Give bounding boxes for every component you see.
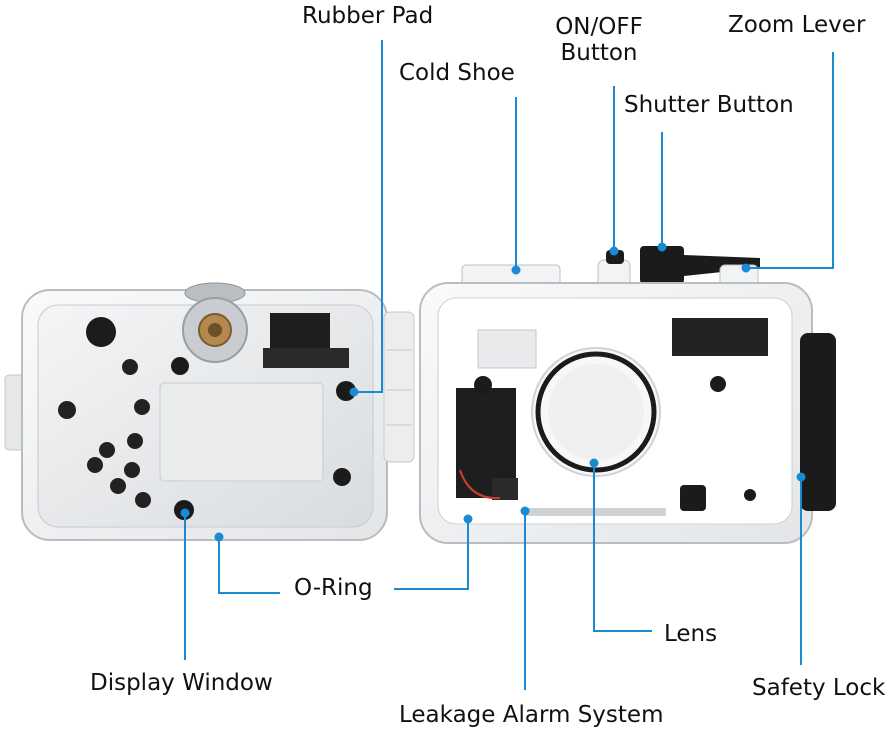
label-safety-lock: Safety Lock bbox=[752, 675, 886, 701]
lens-leader bbox=[593, 465, 652, 632]
label-leakage-alarm-system: Leakage Alarm System bbox=[399, 702, 664, 728]
label-o-ring: O-Ring bbox=[294, 575, 373, 601]
o-ring-leader-right bbox=[394, 521, 469, 590]
label-display-window: Display Window bbox=[90, 670, 273, 696]
label-shutter-button: Shutter Button bbox=[624, 92, 794, 118]
shutter-button-cap bbox=[640, 246, 684, 284]
rubber-pad-leader bbox=[356, 40, 383, 393]
callout-lines bbox=[180, 40, 834, 690]
main-body bbox=[419, 246, 836, 544]
label-cold-shoe: Cold Shoe bbox=[399, 60, 515, 86]
label-rubber-pad: Rubber Pad bbox=[302, 3, 434, 29]
hinge bbox=[383, 311, 415, 463]
zoom-lever-leader bbox=[748, 52, 834, 269]
label-on-off-button: ON/OFF Button bbox=[550, 14, 648, 67]
lens-o-ring bbox=[535, 351, 657, 473]
safety-lock-latch bbox=[800, 333, 836, 511]
back-door bbox=[4, 282, 388, 541]
label-on-off-line1: ON/OFF bbox=[555, 14, 643, 40]
label-on-off-line2: Button bbox=[560, 40, 638, 67]
label-zoom-lever: Zoom Lever bbox=[728, 12, 866, 38]
display-window-glass bbox=[159, 382, 324, 482]
label-lens: Lens bbox=[664, 621, 718, 647]
o-ring-leader-left bbox=[218, 537, 280, 594]
